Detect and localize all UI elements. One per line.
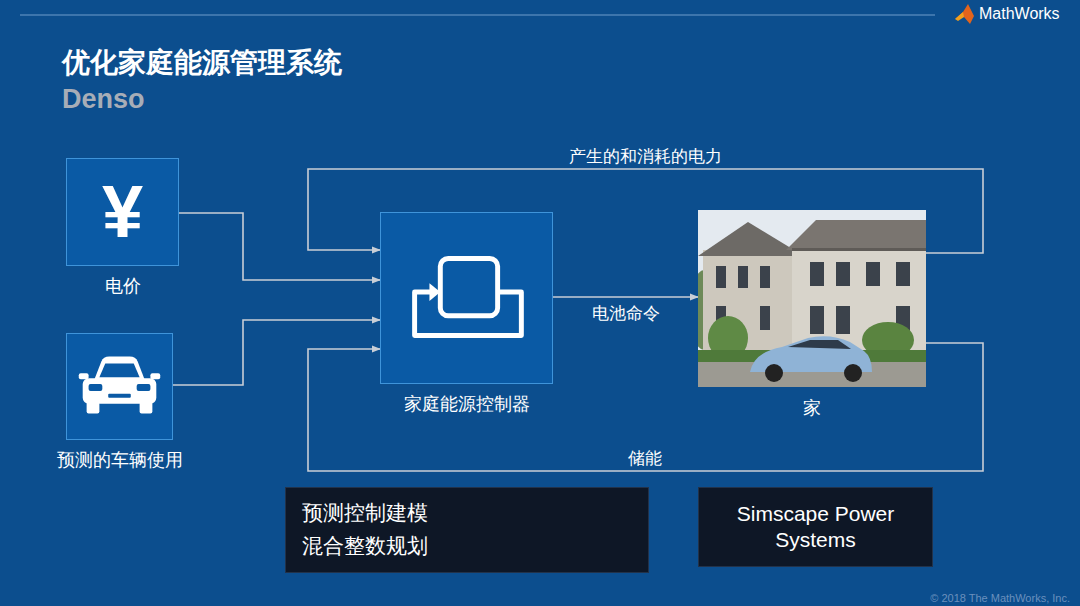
connector-arrow bbox=[553, 296, 698, 298]
node-label: 家庭能源控制器 bbox=[404, 392, 530, 416]
edge-label: 电池命令 bbox=[588, 302, 664, 325]
currency-symbol: ¥ bbox=[81, 175, 164, 249]
node-body: Simscape Power Systems bbox=[699, 495, 932, 560]
method-text: 混合整数规划 bbox=[302, 530, 634, 563]
node-label: 家 bbox=[803, 396, 821, 420]
car-icon bbox=[67, 334, 172, 439]
logo-mark bbox=[955, 4, 974, 24]
house-box: 家 bbox=[698, 210, 926, 387]
tool-box: Simscape Power Systems bbox=[698, 487, 933, 567]
edge-label: 产生的和消耗的电力 bbox=[565, 145, 726, 168]
house-photo bbox=[698, 210, 926, 387]
copyright: © 2018 The MathWorks, Inc. bbox=[930, 592, 1070, 604]
edge-label: 储能 bbox=[624, 447, 666, 470]
node-body: 预测控制建模混合整数规划 bbox=[286, 491, 648, 569]
connector-arrow bbox=[179, 213, 380, 280]
method-text: 预测控制建模 bbox=[302, 497, 634, 530]
controller-icon bbox=[381, 213, 552, 383]
connector-arrow bbox=[173, 320, 380, 385]
price-box: ¥电价 bbox=[66, 158, 179, 266]
subtitle: Denso bbox=[62, 84, 145, 115]
slide-title: 优化家庭能源管理系统 bbox=[62, 44, 342, 82]
node-label: 电价 bbox=[105, 274, 141, 298]
node-label: 预测的车辆使用 bbox=[57, 448, 183, 472]
node-body: ¥ bbox=[67, 169, 178, 255]
vehicle-box: 预测的车辆使用 bbox=[66, 333, 173, 440]
controller-box: 家庭能源控制器 bbox=[380, 212, 553, 384]
logo-text: MathWorks bbox=[979, 5, 1060, 23]
method-box: 预测控制建模混合整数规划 bbox=[285, 487, 649, 573]
top-rule bbox=[20, 15, 935, 16]
tool-text: Simscape Power Systems bbox=[713, 501, 918, 554]
